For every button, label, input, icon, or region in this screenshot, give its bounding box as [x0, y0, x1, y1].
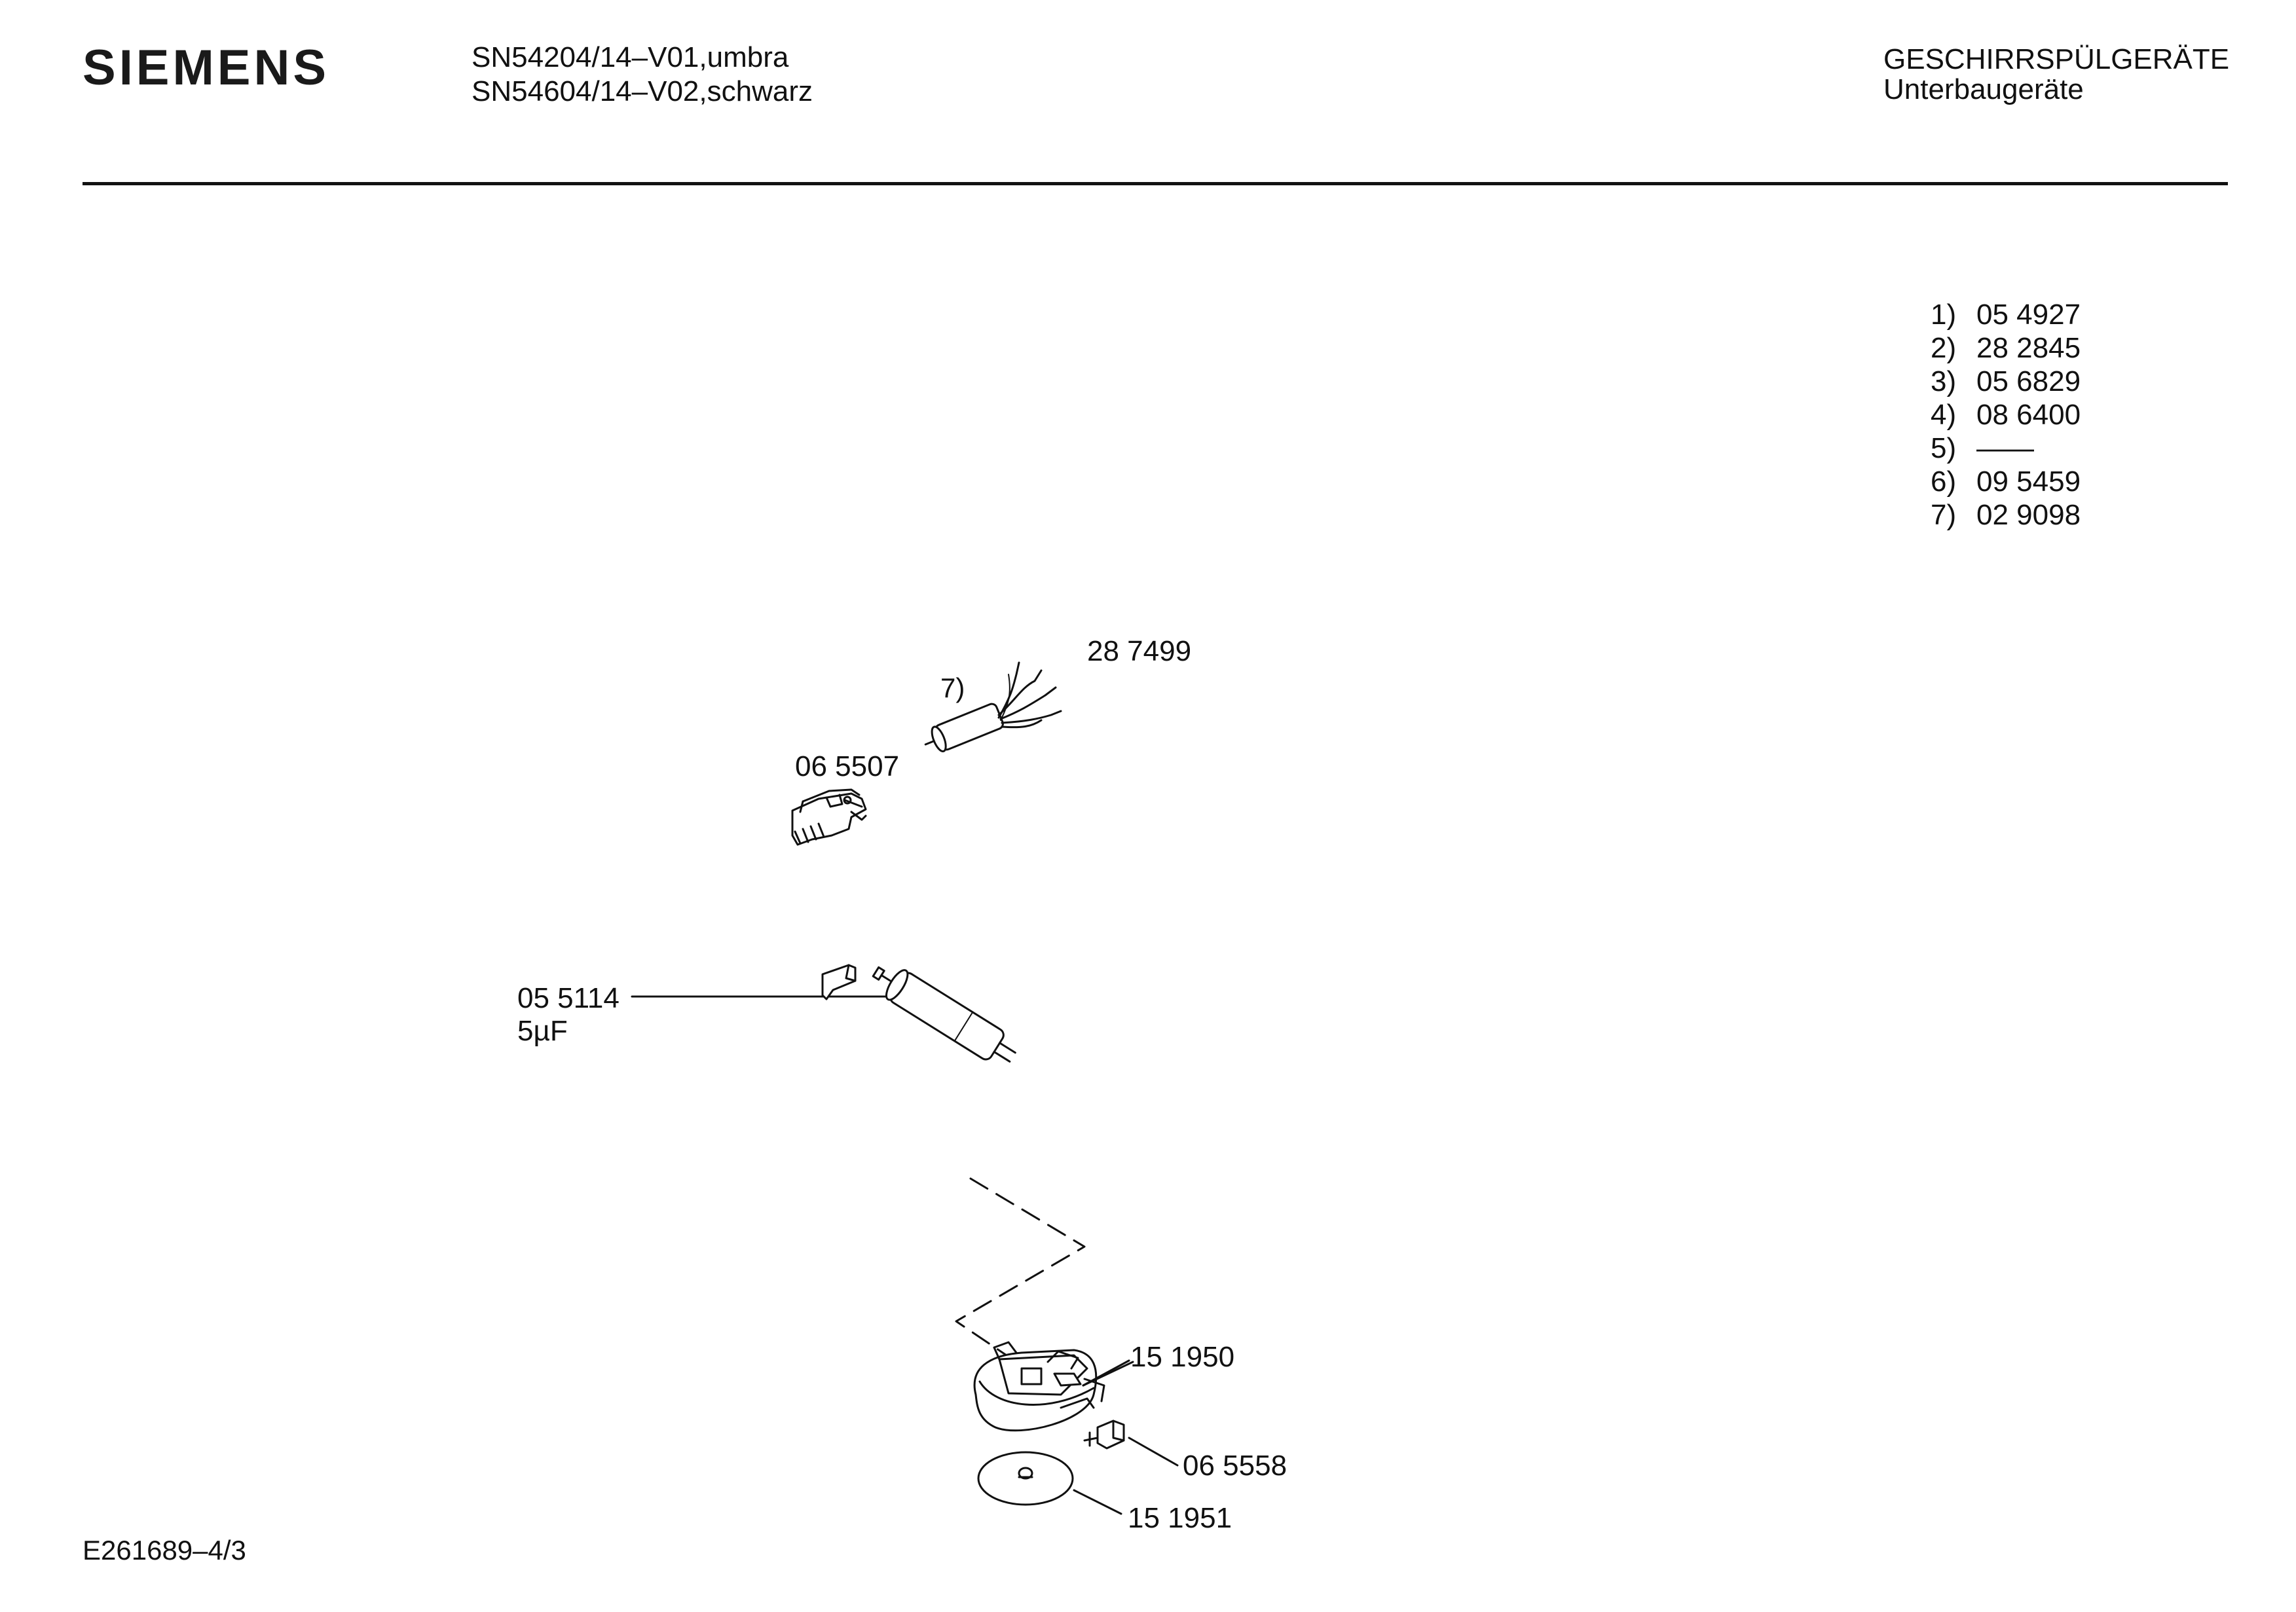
legend-index: 1) — [1931, 299, 1957, 331]
legend-row: 7) 02 9098 — [1931, 498, 2081, 532]
connector-part-drawing — [1083, 1420, 1125, 1450]
part-number-151951: 15 1951 — [1128, 1502, 1232, 1534]
pump-housing-part-drawing — [973, 1341, 1134, 1432]
legend-row: 4) 08 6400 — [1931, 398, 2081, 431]
part-number-287499: 28 7499 — [1087, 635, 1192, 667]
legend-part-number: 09 5459 — [1976, 466, 2081, 498]
legend-index: 6) — [1931, 466, 1957, 498]
legend-part-number: 05 4927 — [1976, 299, 2081, 331]
legend-row: 3) 05 6829 — [1931, 365, 2081, 398]
model-line-1: SN54204/14–V01,umbra — [472, 41, 789, 73]
leader-line-065558 — [1128, 1437, 1179, 1467]
legend-part-number: 08 6400 — [1976, 399, 2081, 431]
legend-part-number: —— — [1976, 432, 2034, 464]
part-number-055114: 05 5114 5µF — [517, 982, 620, 1048]
part-number-065507: 06 5507 — [795, 750, 900, 782]
part-number-065558: 06 5558 — [1183, 1450, 1287, 1482]
brand-logo: SIEMENS — [83, 40, 330, 96]
footnote-legend: 1) 05 4927 2) 28 2845 3) 05 6829 4) 08 6… — [1931, 298, 2081, 532]
legend-index: 5) — [1931, 432, 1957, 464]
legend-index: 3) — [1931, 365, 1957, 397]
part-number-055114-code: 05 5114 — [517, 982, 620, 1014]
leader-line-151951 — [1073, 1489, 1122, 1515]
capacitor-part-drawing — [872, 966, 1016, 1063]
model-list: SN54204/14–V01,umbra SN54604/14–V02,schw… — [472, 41, 813, 109]
document-code: E261689–4/3 — [83, 1535, 246, 1566]
wired-capacitor-part-drawing — [924, 661, 1062, 753]
disc-part-drawing — [977, 1451, 1074, 1506]
legend-row: 6) 09 5459 — [1931, 465, 2081, 498]
legend-index: 7) — [1931, 499, 1957, 531]
appliance-category: GESCHIRRSPÜLGERÄTE Unterbaugeräte — [1883, 45, 2229, 105]
legend-row: 1) 05 4927 — [1931, 298, 2081, 331]
legend-part-number: 02 9098 — [1976, 499, 2081, 531]
category-title: GESCHIRRSPÜLGERÄTE — [1883, 43, 2230, 75]
legend-index: 4) — [1931, 399, 1957, 431]
category-subtitle: Unterbaugeräte — [1883, 73, 2084, 105]
model-line-2: SN54604/14–V02,schwarz — [472, 75, 813, 107]
part-number-055114-spec: 5µF — [517, 1015, 568, 1047]
legend-part-number: 05 6829 — [1976, 365, 2081, 397]
header-divider — [83, 182, 2228, 185]
part-number-151950: 15 1950 — [1130, 1341, 1235, 1373]
leader-line-151950 — [1082, 1359, 1130, 1387]
mounting-clip-part-drawing — [821, 964, 857, 1000]
legend-part-number: 28 2845 — [1976, 332, 2081, 364]
dashed-connection-line — [955, 1177, 1086, 1358]
holder-bracket-part-drawing — [791, 788, 867, 846]
legend-row: 2) 28 2845 — [1931, 331, 2081, 365]
footnote-ref-7: 7) — [940, 672, 965, 703]
legend-row: 5) —— — [1931, 431, 2081, 465]
legend-index: 2) — [1931, 332, 1957, 364]
